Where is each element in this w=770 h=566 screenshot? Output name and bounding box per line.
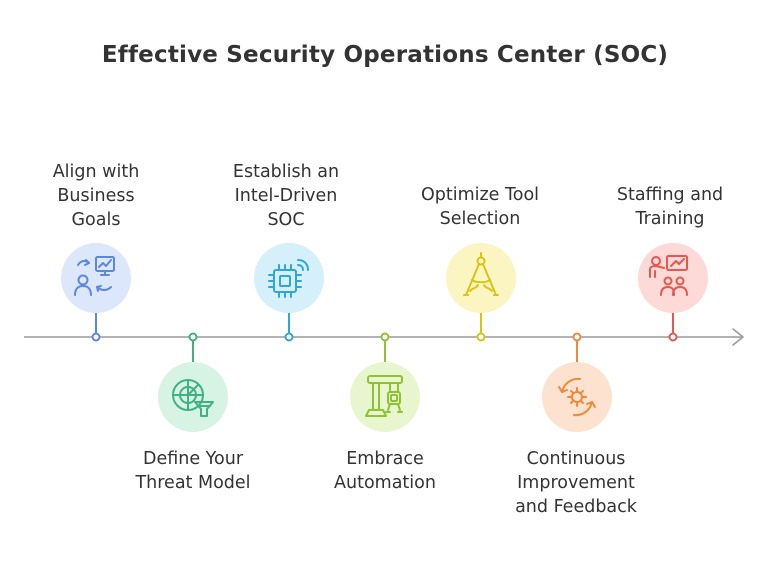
- step-connectors: [91, 313, 678, 362]
- gear-cycle-icon: [542, 362, 612, 432]
- diagram-title: Effective Security Operations Center (SO…: [101, 42, 669, 68]
- robot-arm-icon: [350, 362, 420, 432]
- timeline-marker: [188, 332, 198, 342]
- timeline-marker: [668, 332, 678, 342]
- strategy-presentation-icon: [61, 243, 131, 313]
- chip-wireless-icon: [254, 243, 324, 313]
- compass-tool-icon: [446, 243, 516, 313]
- timeline-marker: [572, 332, 582, 342]
- timeline-marker: [284, 332, 294, 342]
- timeline-arrow-head: [732, 328, 744, 346]
- team-training-icon: [638, 243, 708, 313]
- radar-filter-icon: [158, 362, 228, 432]
- step-label-continuous-improvement: Continuous Improvement and Feedback: [515, 449, 637, 517]
- step-label-intel-driven-soc: Establish an Intel-Driven SOC: [232, 162, 340, 230]
- step-label-align-business-goals: Align with Business Goals: [52, 162, 140, 230]
- step-label-optimize-tool-selection: Optimize Tool Selection: [420, 185, 540, 229]
- timeline-marker: [91, 332, 101, 342]
- timeline-marker: [476, 332, 486, 342]
- timeline-marker: [380, 332, 390, 342]
- step-label-embrace-automation: Embrace Automation: [334, 449, 436, 493]
- step-label-staffing-training: Staffing and Training: [616, 185, 724, 229]
- step-label-define-threat-model: Define Your Threat Model: [135, 449, 251, 493]
